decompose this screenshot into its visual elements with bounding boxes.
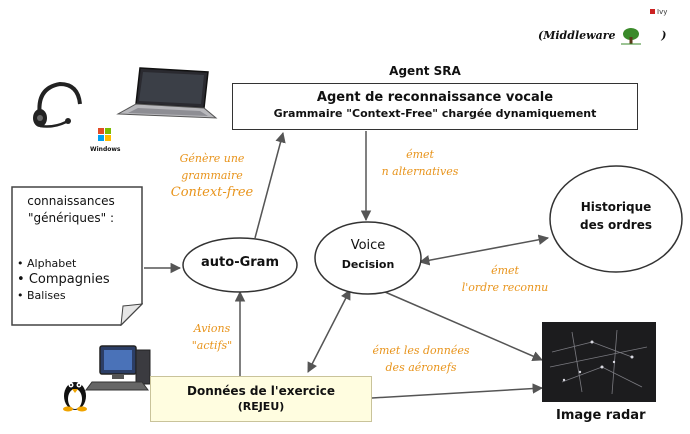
brand-square-icon	[650, 9, 655, 14]
agent-sra-title: Agent SRA	[389, 64, 461, 78]
middleware-text: (Middleware	[538, 29, 616, 42]
arrow-voice-history	[418, 234, 550, 266]
decision-label: Decision	[341, 258, 395, 271]
list-item: • Balises	[17, 289, 66, 302]
radar-label: Image radar	[556, 408, 646, 423]
exercise-box: Données de l'exercice (REJEU)	[150, 376, 372, 422]
annotation-avions: Avions "actifs"	[191, 322, 233, 352]
knowledge-title-1: connaissances	[27, 194, 115, 208]
windows-xp-logo: Windows	[90, 126, 124, 156]
annotation-emet-ordre: émet l'ordre reconnu	[461, 264, 549, 294]
arrow-exercise-radar	[371, 383, 544, 399]
voice-label: Voice	[350, 238, 386, 253]
knowledge-list: • Alphabet • Compagnies • Balises	[17, 256, 110, 304]
windows-logo-text: Windows	[90, 146, 121, 153]
laptop-icon	[108, 66, 218, 130]
knowledge-note: connaissances "génériques" : • Alphabet …	[11, 186, 143, 326]
annotation-genere: Génère une grammaire Context-free	[170, 152, 254, 200]
annotation-emet-alternatives: émet n alternatives	[381, 148, 459, 178]
brand-text: Ivy	[657, 8, 668, 16]
autogram-label: auto-Gram	[201, 255, 279, 270]
history-line2: des ordres	[580, 218, 652, 232]
voice-decision-node: Voice Decision	[313, 220, 423, 296]
agent-sra-line1: Agent de reconnaissance vocale	[316, 90, 554, 105]
arrow-autogram-agent	[254, 131, 286, 239]
agent-sra-box: Agent de reconnaissance vocale Grammaire…	[232, 83, 638, 130]
history-line1: Historique	[580, 200, 652, 214]
radar-image	[542, 322, 656, 402]
headset-icon	[26, 78, 88, 134]
arrow-voice-radar	[384, 291, 543, 362]
exercise-line2: (REJEU)	[237, 400, 285, 413]
arrow-exercise-voice	[307, 289, 351, 373]
exercise-line1: Données de l'exercice	[187, 384, 335, 398]
history-node: Historique des ordres	[548, 164, 684, 274]
brand-mark: Ivy	[650, 8, 667, 16]
list-item: • Compagnies	[17, 272, 110, 287]
linux-computer-icon	[72, 342, 156, 396]
tux-icon	[60, 376, 90, 416]
list-item: • Alphabet	[17, 257, 77, 270]
agent-sra-line2: Grammaire "Context-Free" chargée dynamiq…	[273, 107, 597, 120]
annotation-emet-donnees: émet les données des aéronefs	[372, 344, 470, 374]
tree-icon	[619, 27, 643, 45]
autogram-node: auto-Gram	[181, 236, 299, 294]
knowledge-title-2: "génériques" :	[27, 211, 114, 225]
middleware-label: (Middleware )	[538, 27, 666, 45]
middleware-close: )	[661, 29, 667, 42]
